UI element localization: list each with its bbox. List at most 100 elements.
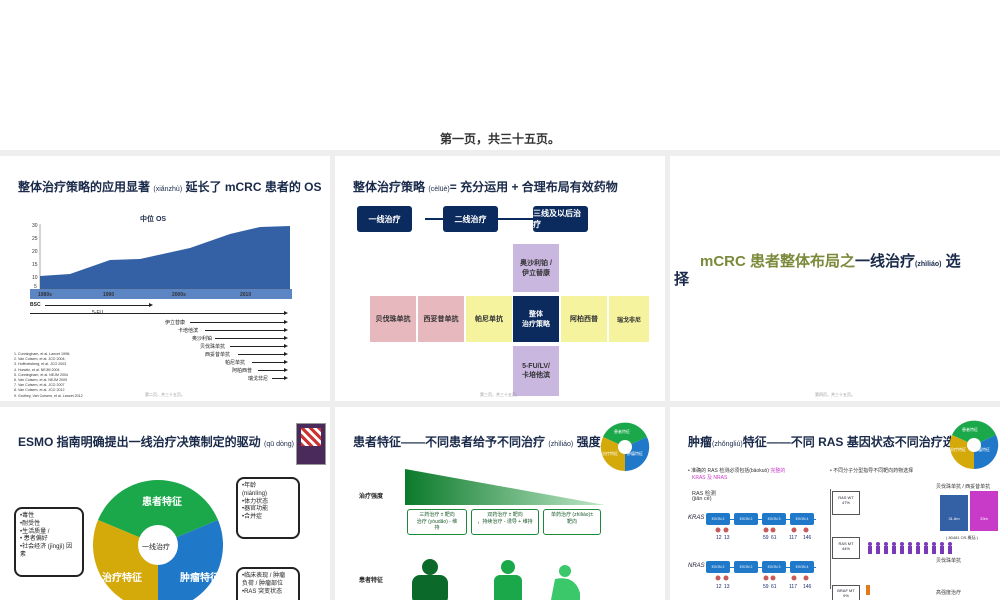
cover-pattern: [301, 428, 321, 446]
mini-pie-label: 肿瘤特征: [974, 447, 990, 452]
drug-arrow: [230, 344, 288, 348]
exon-box: EXON 4: [790, 513, 814, 525]
codon-label: 61: [771, 535, 777, 541]
patient-label: 患者特征: [359, 578, 384, 584]
y-tick: 30: [32, 223, 38, 229]
slide-footer: 第四页，共三十五页。: [815, 392, 855, 397]
mini-pie-label: 治疗特征: [602, 451, 618, 456]
third-line-box: 三线及以后治疗: [533, 206, 588, 232]
bsc-arrow: [45, 303, 153, 307]
ras-check-pinyin: (jiǎn cè): [692, 496, 712, 502]
drug-label: 西妥昔单抗: [205, 352, 231, 358]
codon-label: 59: [763, 535, 769, 541]
exon-box: EXON 2: [706, 561, 730, 573]
bullet-subtypes: • 不同分子分型指导不同靶向药物选择: [830, 468, 914, 474]
drug-label: 帕尼单抗: [225, 360, 246, 366]
slide-title: 患者特征——不同患者给予不同治疗 (zhìliáo) 强度: [353, 435, 601, 449]
exon-box: EXON 4: [790, 561, 814, 573]
section-title: mCRC 患者整体布局之一线治疗(zhìliáo) 选: [700, 253, 961, 270]
slide-title: 整体治疗策略的应用显著 (xiǎnzhù) 延长了 mCRC 患者的 OS: [18, 180, 322, 194]
slide-os-strategy[interactable]: 整体治疗策略的应用显著 (xiǎnzhù) 延长了 mCRC 患者的 OS 中位…: [0, 156, 330, 401]
slide-section-title[interactable]: mCRC 患者整体布局之一线治疗(zhìliáo) 选 择 第四页，共三十五页。: [670, 156, 1000, 401]
ras-check-label: RAS 检测: [692, 491, 716, 497]
guideline-cover-image: [296, 423, 326, 465]
os-bar: 33m: [970, 491, 998, 531]
x-tick: 2000s: [172, 292, 186, 298]
right-top-bubble: •年龄 (niánlíng)•体力状态 •器官功能•合并症: [236, 477, 300, 539]
drug-arrow: [272, 376, 288, 380]
slide-puzzle-strategy[interactable]: 整体治疗策略 (cèlüè)= 充分运用 + 合理布局有效药物 一线治疗 二线治…: [335, 156, 665, 401]
mini-pie-label: 患者特征: [962, 427, 978, 432]
drug-label: 贝伐珠单抗: [200, 344, 226, 350]
puzzle-left1: 贝伐珠单抗: [370, 296, 416, 342]
puzzle-top: 奥沙利铂 / 伊立替康: [513, 244, 559, 292]
kras-line: [706, 519, 816, 520]
braf-icon: [866, 585, 870, 595]
group-box-braf: BRAF MT 9%: [832, 585, 860, 600]
mini-pie: [949, 420, 999, 470]
nras-label: NRAS: [688, 563, 705, 569]
os-bar: 31.6m: [940, 495, 968, 531]
slide-tumor-features[interactable]: 肿瘤(zhǒngliú)特征——不同 RAS 基因状态不同治疗选 患者特征 治疗…: [670, 407, 1000, 600]
patient-figures: [412, 559, 580, 600]
y-tick: 5: [34, 284, 37, 290]
x-tick: 2010: [240, 292, 252, 298]
blank-area: [0, 0, 1000, 150]
kras-label: KRAS: [688, 515, 705, 521]
segment-label: 肿瘤特征: [180, 573, 220, 584]
drug-arrow: [252, 360, 288, 364]
os-area: [40, 226, 290, 289]
codon-label: 12: [716, 584, 722, 590]
page-label: 第一页，共三十五页。: [439, 132, 560, 146]
slide-footer: 第三页，共三十五页。: [480, 392, 520, 397]
drug-arrow: [258, 368, 288, 372]
codon-label: 12: [716, 535, 722, 541]
nras-line: [706, 567, 816, 568]
y-tick: 10: [32, 275, 38, 281]
puzzle-center: 整体 治疗策略: [513, 296, 559, 342]
exon-box: EXON 2: [706, 513, 730, 525]
first-line-box: 一线治疗: [357, 206, 412, 232]
slide-patient-features[interactable]: 患者特征——不同患者给予不同治疗 (zhìliáo) 强度 患者特征 治疗特征 …: [335, 407, 665, 600]
puzzle-bottom: 5-FU/LV/ 卡培他滨: [513, 346, 559, 396]
slide-title: 肿瘤(zhǒngliú)特征——不同 RAS 基因状态不同治疗选: [688, 435, 955, 449]
intensity-box: 三药治疗 ± 靶向 治疗 (yòudǎo) - 维 持: [407, 509, 467, 535]
section-title-wrap: 择: [674, 271, 690, 288]
mini-pie: [600, 422, 650, 472]
intensity-label: 治疗强度: [359, 494, 384, 500]
codon-label: 146: [803, 584, 812, 590]
references: 1. Cunningham, et al. Lancet 1998;2. Van…: [14, 352, 83, 398]
segment-label: 患者特征: [142, 497, 182, 508]
os-area-chart: [30, 224, 292, 299]
x-band: [30, 289, 292, 299]
group-drug: 贝伐珠单抗: [936, 558, 962, 564]
slide-title: 整体治疗策略 (cèlüè)= 充分运用 + 合理布局有效药物: [353, 180, 618, 194]
codon-label: 13: [724, 535, 730, 541]
exon-box: EXON 3: [762, 513, 786, 525]
bullet-ras-genes: KRAS 及 NRAS: [692, 475, 728, 481]
puzzle-left3: 帕尼单抗: [466, 296, 512, 342]
exon-box: EXON 2: [734, 513, 758, 525]
segment-label: 治疗特征: [102, 573, 142, 584]
fu-arrow: [30, 311, 288, 315]
slide-esmo-drivers[interactable]: ESMO 指南明确提出一线治疗决策制定的驱动 (qū dòng) 因素 患者特征…: [0, 407, 330, 600]
bullet-ras-test: • 准确的 RAS 检测必须包括(bāokuò) 完整的: [688, 468, 786, 474]
drug-label: 阿柏西普: [232, 368, 253, 374]
codon-label: 146: [803, 535, 812, 541]
codon-label: 117: [789, 584, 797, 590]
group-drug: 高强度治疗: [936, 590, 962, 596]
intensity-wedge: [405, 469, 605, 505]
patient-icons-row: [868, 542, 952, 554]
exon-box: EXON 2: [734, 561, 758, 573]
drivers-pie: [93, 480, 223, 600]
drug-label: 奥沙利铂: [192, 336, 213, 342]
slide-footer: 第二页，共三十五页。: [145, 392, 185, 397]
chart-title: 中位 OS: [140, 216, 167, 223]
right-bottom-bubble: •临床表现 / 肿瘤 负荷 / 肿瘤部位•RAS 突变状态: [236, 567, 300, 600]
intensity-box: 单药治疗 (zhìliáo)± 靶向: [543, 509, 601, 535]
slide-title: ESMO 指南明确提出一线治疗决策制定的驱动 (qū dòng) 因素: [18, 435, 321, 449]
drug-arrow: [238, 352, 288, 356]
left-bubble: •毒性•耐受性•生活质量 / • 患者偏好•社会经济 (jīngjì) 因 素: [14, 507, 84, 577]
pie-center-label: 一线治疗: [142, 544, 170, 551]
group-drug: 贝伐珠单抗 / 西妥昔单抗: [936, 484, 991, 490]
